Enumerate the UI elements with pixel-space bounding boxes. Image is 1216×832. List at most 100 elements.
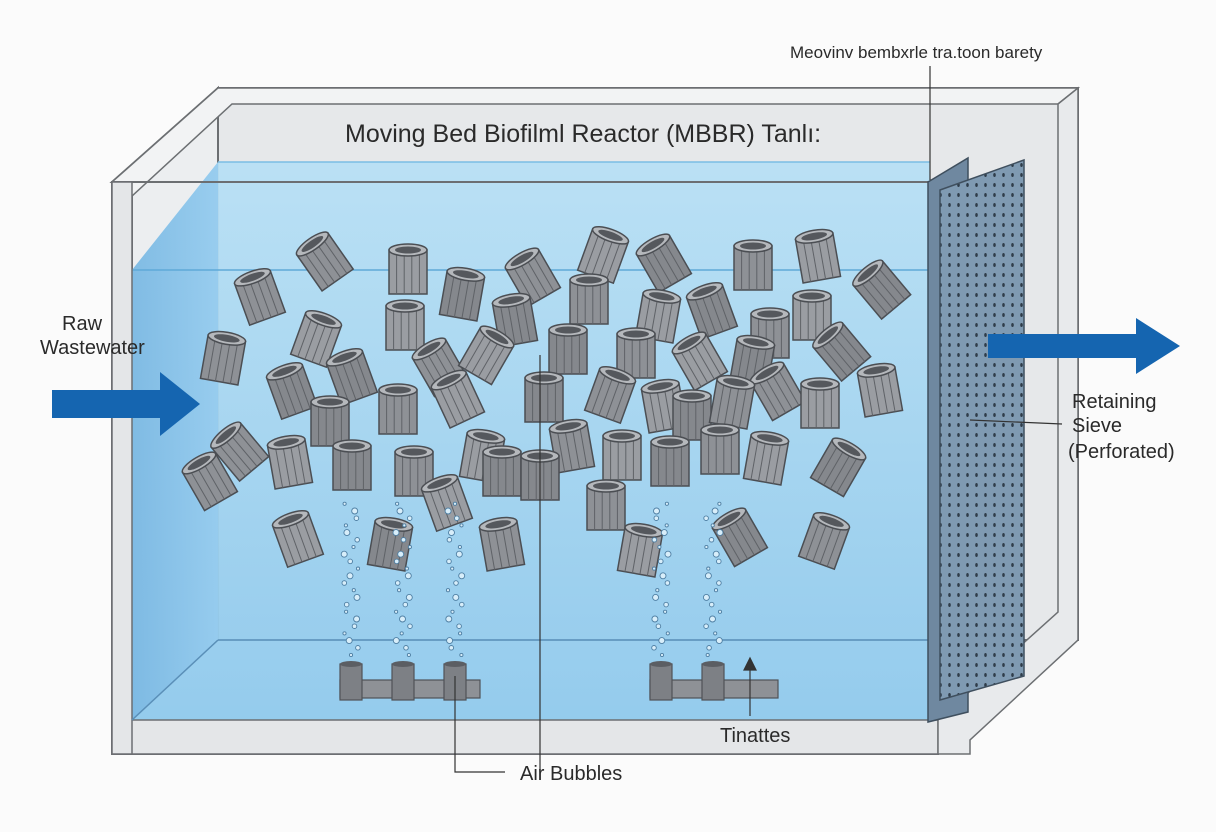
diffuser-right bbox=[649, 661, 779, 701]
bubble-icon bbox=[444, 507, 452, 515]
bubble-icon bbox=[355, 645, 361, 651]
bubble-icon bbox=[659, 572, 667, 580]
bubble-icon bbox=[340, 550, 348, 558]
bubble-icon bbox=[392, 529, 400, 537]
bubble-icon bbox=[404, 566, 409, 571]
bubble-icon bbox=[399, 615, 406, 623]
bubble-icon bbox=[452, 501, 458, 506]
carrier-media bbox=[616, 522, 664, 578]
bubble-icon bbox=[709, 615, 716, 623]
bubble-icon bbox=[652, 566, 657, 571]
carrier-media bbox=[430, 369, 486, 429]
bubble-icon bbox=[459, 652, 464, 658]
bubble-icon bbox=[660, 529, 668, 537]
carrier-media bbox=[792, 289, 832, 341]
carrier-media bbox=[420, 473, 474, 533]
diffusers-leader bbox=[743, 656, 757, 716]
bubble-icon bbox=[458, 631, 463, 636]
bubble-icon bbox=[397, 550, 405, 558]
bubble-icon bbox=[404, 572, 412, 580]
sieve-label-line3: (Perforated) bbox=[1068, 441, 1175, 463]
carrier-media bbox=[576, 225, 630, 285]
bubble-icon bbox=[345, 637, 353, 645]
diffuser-left bbox=[339, 661, 481, 701]
water-body bbox=[132, 162, 930, 720]
bubble-icon bbox=[705, 652, 710, 658]
bubble-icon bbox=[452, 593, 460, 601]
bubble-icon bbox=[708, 601, 715, 608]
bubble-icon bbox=[343, 601, 350, 608]
outlet-arrow-icon bbox=[988, 318, 1180, 374]
bubble-icon bbox=[710, 523, 715, 528]
carrier-media bbox=[233, 267, 287, 327]
bubble-icon bbox=[653, 507, 660, 515]
air-bubbles-label: Air Bubbles bbox=[520, 763, 622, 785]
bubble-icon bbox=[351, 623, 358, 629]
bubble-icon bbox=[402, 601, 409, 608]
carrier-media bbox=[181, 451, 239, 512]
retaining-sieve bbox=[927, 156, 1025, 723]
bubble-icon bbox=[664, 550, 672, 558]
bubble-icon bbox=[651, 645, 657, 651]
diffusers-label: Tinattes bbox=[720, 725, 790, 747]
inlet-label-line1: Raw bbox=[62, 313, 103, 335]
bubble-icon bbox=[716, 529, 724, 537]
air-bubbles-leaders bbox=[454, 355, 541, 773]
carrier-media bbox=[711, 507, 769, 568]
bubble-icon bbox=[406, 515, 413, 521]
bubble-icon bbox=[663, 601, 669, 608]
carrier-media bbox=[478, 516, 526, 572]
bubble-icon bbox=[652, 593, 660, 601]
bubble-icon bbox=[702, 593, 710, 601]
carrier-media bbox=[852, 259, 912, 321]
bubble-icon bbox=[353, 593, 361, 601]
carrier-media bbox=[289, 309, 343, 369]
bubble-icon bbox=[446, 637, 454, 645]
bubble-icon bbox=[717, 501, 722, 506]
bubble-icon bbox=[703, 515, 709, 521]
bubble-icon bbox=[403, 645, 409, 651]
carrier-media bbox=[708, 374, 756, 430]
bubble-icon bbox=[454, 515, 460, 521]
bubble-icon bbox=[395, 501, 400, 506]
bubble-icon bbox=[405, 593, 413, 601]
carrier-media bbox=[458, 428, 506, 484]
carrier-media bbox=[310, 395, 350, 447]
bubble-icon bbox=[450, 566, 455, 571]
bubble-icon bbox=[392, 637, 400, 645]
bubble-icon bbox=[343, 529, 351, 537]
bubble-icon bbox=[459, 523, 464, 528]
bubble-icon bbox=[455, 550, 463, 558]
bubble-icon bbox=[342, 501, 347, 506]
bubble-icon bbox=[355, 566, 361, 571]
bubble-icon bbox=[651, 537, 658, 543]
carrier-media bbox=[685, 281, 739, 341]
carrier-media bbox=[800, 377, 840, 429]
bubble-icon bbox=[406, 652, 411, 658]
sieve-leader bbox=[969, 419, 1063, 425]
bubble-icon bbox=[715, 637, 723, 645]
bubble-icon bbox=[407, 623, 413, 629]
bubble-icon bbox=[448, 645, 455, 651]
carrier-media bbox=[602, 429, 642, 481]
carrier-media bbox=[388, 243, 428, 295]
bubble-icon bbox=[351, 544, 356, 550]
bubble-icon bbox=[393, 558, 400, 565]
bubble-icon bbox=[659, 652, 665, 658]
bubble-icon bbox=[343, 523, 348, 528]
carrier-media bbox=[742, 430, 790, 486]
bubble-icon bbox=[706, 566, 711, 571]
bubble-icon bbox=[446, 558, 452, 565]
carrier-media bbox=[271, 509, 325, 569]
bubble-icon bbox=[445, 588, 451, 593]
bubble-icon bbox=[400, 537, 407, 543]
bubble-icon bbox=[347, 558, 353, 565]
bubble-icon bbox=[457, 544, 462, 550]
bubble-icon bbox=[394, 609, 399, 614]
carrier-media bbox=[457, 325, 515, 386]
air-bubble-group bbox=[340, 501, 724, 658]
bubble-icon bbox=[712, 550, 720, 558]
bubble-icon bbox=[713, 588, 719, 593]
carrier-media bbox=[548, 323, 588, 375]
